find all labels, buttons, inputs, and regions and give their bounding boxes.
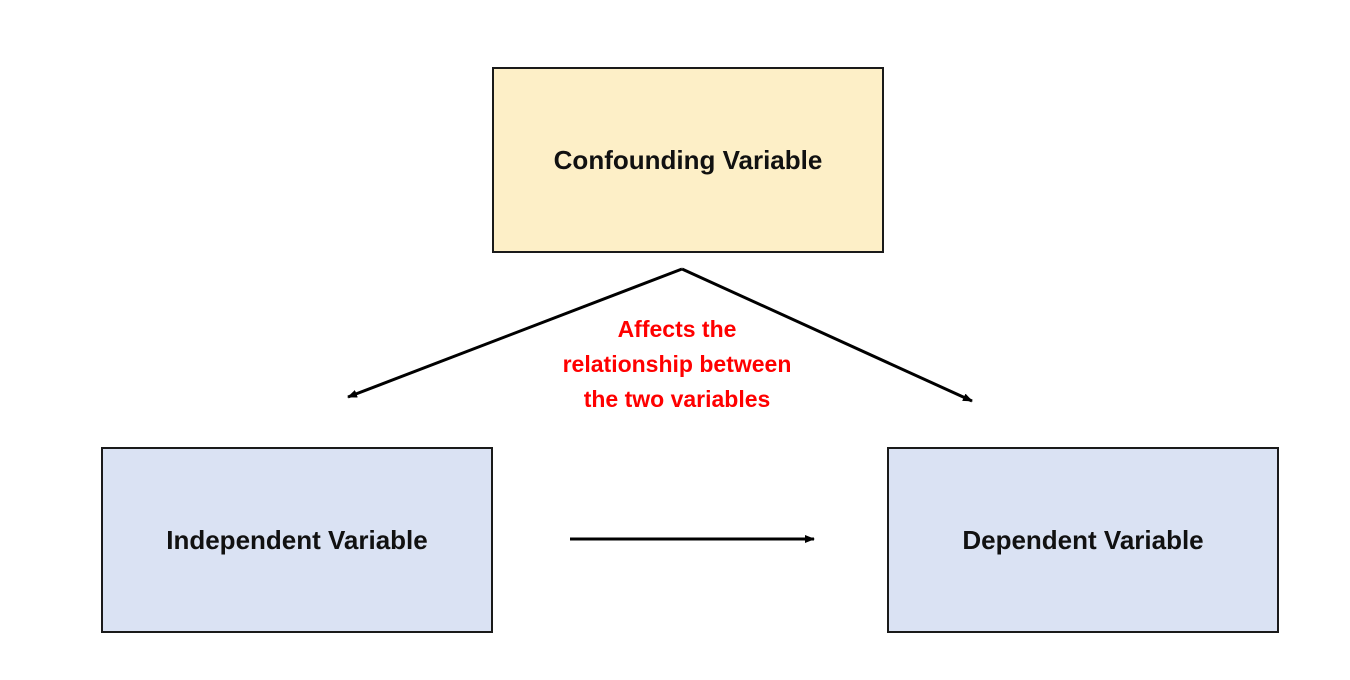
confounding-variable-label: Confounding Variable <box>553 144 823 175</box>
relationship-annotation: Affects the relationship between the two… <box>527 312 827 417</box>
dependent-variable-label: Dependent Variable <box>962 524 1204 555</box>
confounder-to-independent-arrow <box>347 267 683 399</box>
annotation-line-2: relationship between <box>562 351 792 377</box>
annotation-line-3: the two variables <box>583 386 771 412</box>
annotation-line-1: Affects the <box>617 316 737 342</box>
confounding-variable-box: Confounding Variable <box>492 67 884 253</box>
dependent-variable-box: Dependent Variable <box>887 447 1279 633</box>
confounder-to-dependent-arrow <box>681 267 973 403</box>
independent-variable-label: Independent Variable <box>166 524 428 555</box>
independent-variable-box: Independent Variable <box>101 447 493 633</box>
